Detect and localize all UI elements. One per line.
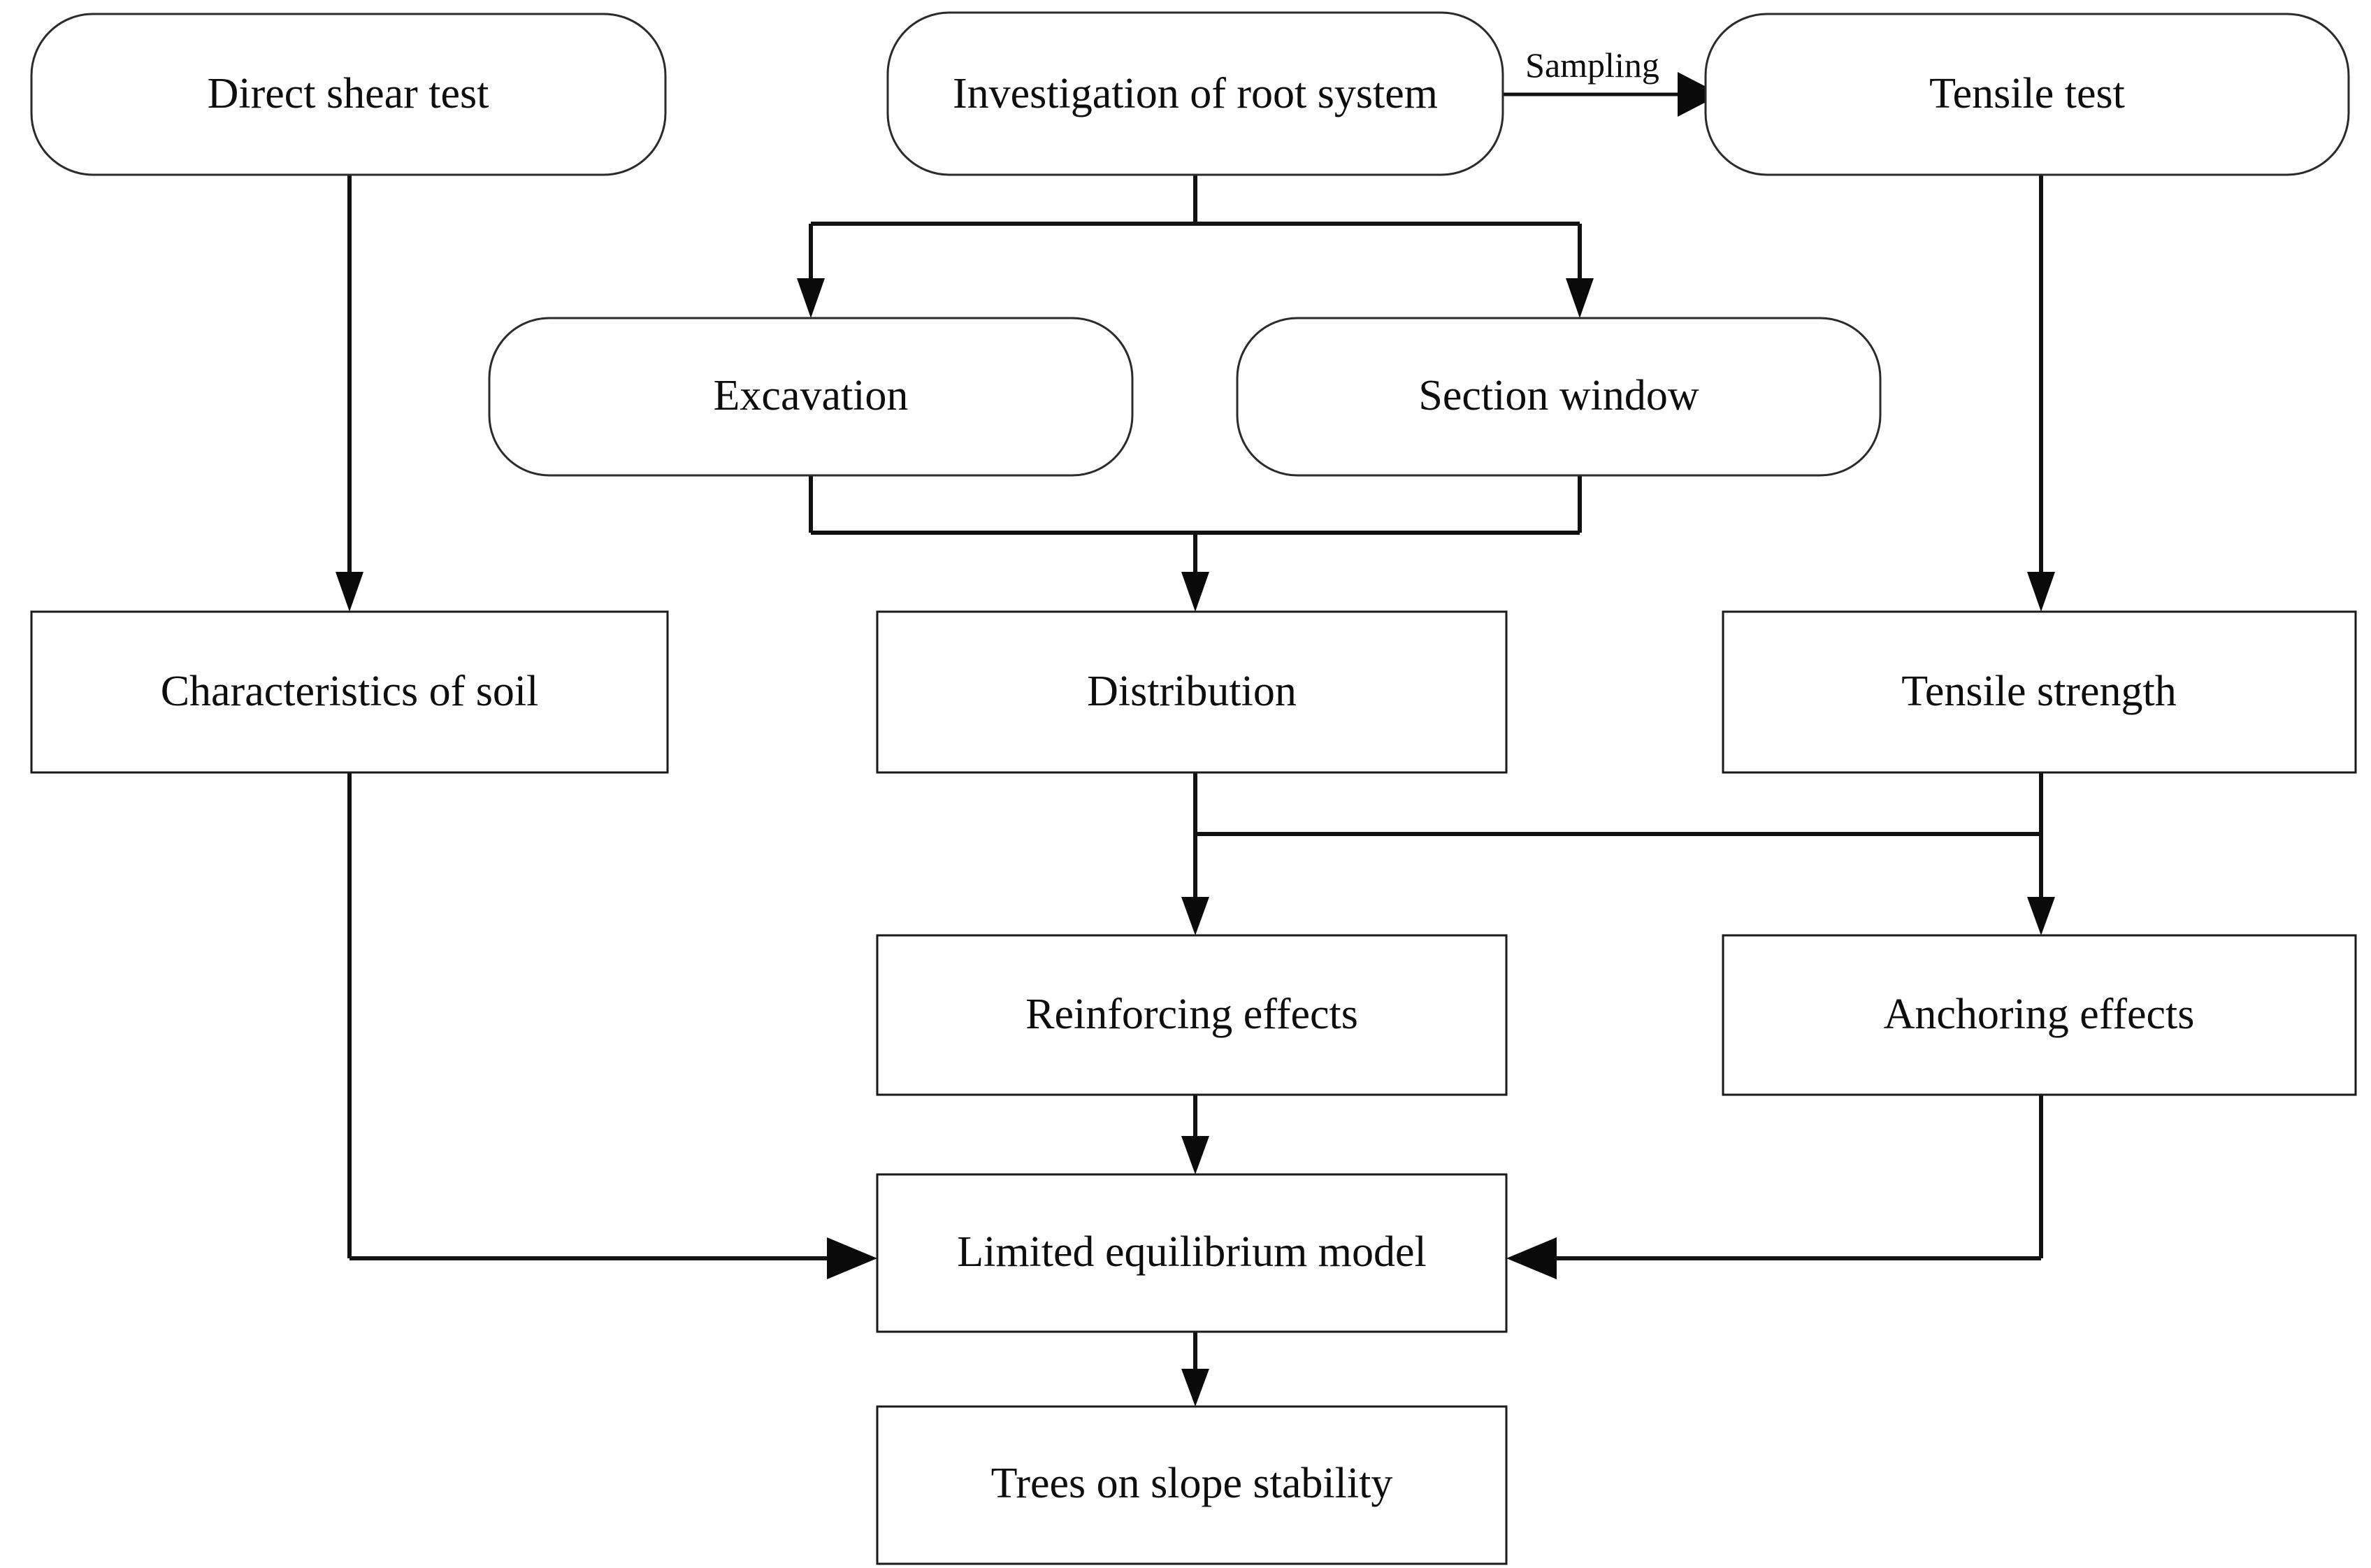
- node-trees-on-slope-stability[interactable]: Trees on slope stability: [876, 1405, 1508, 1565]
- node-label-tensile-strength: Tensile strength: [1901, 668, 2176, 715]
- node-label-limited-equilibrium-model: Limited equilibrium model: [957, 1228, 1427, 1276]
- node-label-section-window: Section window: [1418, 372, 1699, 419]
- edge-tensile-test-to-tensile-strength: [2027, 175, 2055, 612]
- node-label-trees-on-slope-stability: Trees on slope stability: [991, 1460, 1393, 1507]
- node-label-anchoring-effects: Anchoring effects: [1884, 991, 2195, 1038]
- node-investigation-of-root-system[interactable]: Investigation of root system: [886, 11, 1504, 176]
- node-tensile-test[interactable]: Tensile test: [1704, 13, 2350, 176]
- edge-anchoring-effects-to-limited-equilibrium-model: [1506, 1095, 2043, 1279]
- node-label-reinforcing-effects: Reinforcing effects: [1025, 991, 1358, 1038]
- node-distribution[interactable]: Distribution: [876, 610, 1508, 774]
- node-label-distribution: Distribution: [1087, 668, 1297, 715]
- node-excavation[interactable]: Excavation: [488, 317, 1134, 477]
- edge-investigation-to-excavation-and-section-window: [797, 175, 1594, 318]
- edge-tensile-strength-to-anchoring-effects: [2027, 772, 2055, 935]
- node-anchoring-effects[interactable]: Anchoring effects: [1722, 934, 2357, 1096]
- edge-reinforcing-effects-to-limited-equilibrium-model: [1181, 1095, 1209, 1174]
- node-label-excavation: Excavation: [714, 372, 909, 419]
- node-label-tensile-test: Tensile test: [1929, 70, 2125, 117]
- node-label-investigation-of-root-system: Investigation of root system: [953, 70, 1438, 117]
- node-reinforcing-effects[interactable]: Reinforcing effects: [876, 934, 1508, 1096]
- node-tensile-strength[interactable]: Tensile strength: [1722, 610, 2357, 774]
- edge-excavation-section-window-to-distribution: [809, 475, 1582, 612]
- node-characteristics-of-soil[interactable]: Characteristics of soil: [30, 610, 669, 774]
- node-label-direct-shear-test: Direct shear test: [208, 70, 489, 117]
- node-label-characteristics-of-soil: Characteristics of soil: [161, 668, 539, 715]
- edge-label-sampling: Sampling: [1525, 45, 1659, 85]
- edge-direct-shear-to-characteristics: [336, 175, 363, 612]
- edge-investigation-to-tensile-test: Sampling: [1503, 45, 1721, 117]
- edge-distribution-to-reinforcing-effects: [1181, 772, 1209, 935]
- node-section-window[interactable]: Section window: [1236, 317, 1882, 477]
- edge-limited-equilibrium-model-to-trees: [1181, 1332, 1209, 1407]
- node-direct-shear-test[interactable]: Direct shear test: [30, 13, 667, 176]
- node-limited-equilibrium-model[interactable]: Limited equilibrium model: [876, 1173, 1508, 1333]
- edge-characteristics-of-soil-to-limited-equilibrium-model: [347, 772, 877, 1279]
